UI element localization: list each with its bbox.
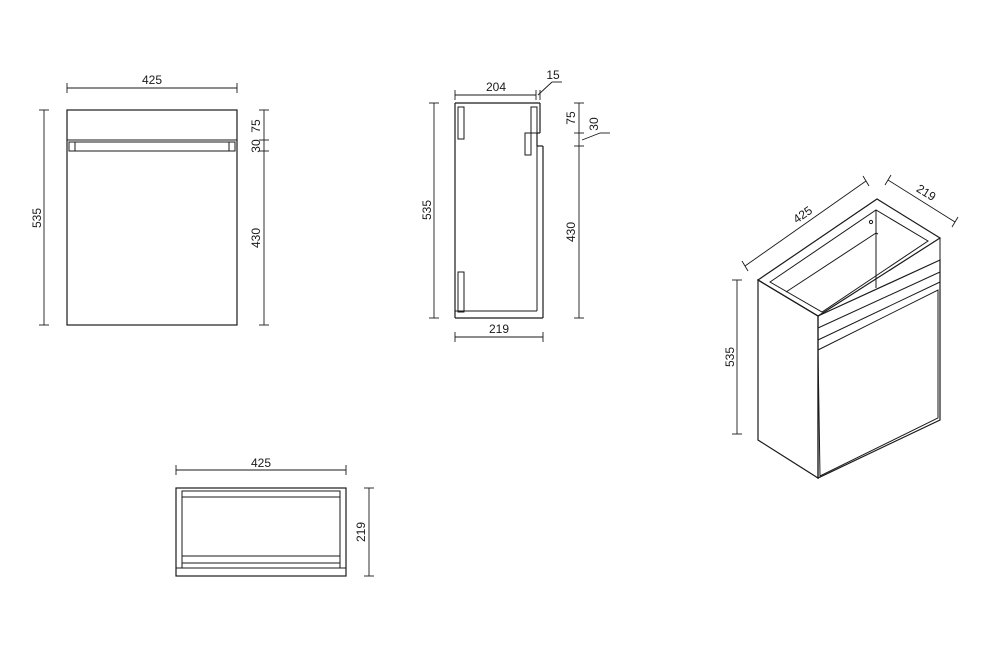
iso-depth-dim-line [887, 179, 956, 223]
iso-side-face [817, 259, 941, 479]
front-rail-label: 30 [249, 139, 263, 153]
side-rail-label: 30 [587, 117, 601, 131]
side-bracket-top [457, 106, 465, 140]
front-width-label: 425 [142, 73, 162, 87]
side-view: 204 15 219 535 75 30 430 [420, 68, 610, 342]
iso-width-label: 425 [790, 203, 815, 226]
iso-front-face [757, 278, 819, 480]
side-edge-label: 15 [546, 68, 560, 82]
plan-depth-label: 219 [354, 522, 368, 542]
front-door-label: 430 [249, 228, 263, 248]
plan-view: 425 219 [175, 456, 374, 577]
iso-depth-label: 219 [914, 181, 939, 204]
side-bracket-bottom [457, 271, 465, 313]
front-view: 425 535 75 30 430 [30, 73, 269, 326]
front-height-label: 535 [30, 208, 44, 228]
iso-height-label: 535 [723, 347, 737, 367]
iso-top-rim [756, 198, 942, 317]
iso-door [817, 289, 939, 477]
plan-width-label: 425 [251, 456, 271, 470]
front-top-label: 75 [249, 119, 263, 133]
side-depth-top-label: 204 [486, 80, 506, 94]
iso-width-dim-line [744, 180, 867, 267]
side-top-label: 75 [564, 111, 578, 125]
iso-hole [868, 219, 874, 225]
isometric-view: 425 219 535 [723, 174, 959, 480]
side-handle [524, 132, 532, 156]
front-outline [66, 109, 238, 326]
plan-outline [175, 487, 347, 577]
side-height-label: 535 [420, 200, 434, 220]
side-door-label: 430 [564, 222, 578, 242]
front-handle-rail [68, 141, 236, 152]
side-depth-label: 219 [489, 322, 509, 336]
